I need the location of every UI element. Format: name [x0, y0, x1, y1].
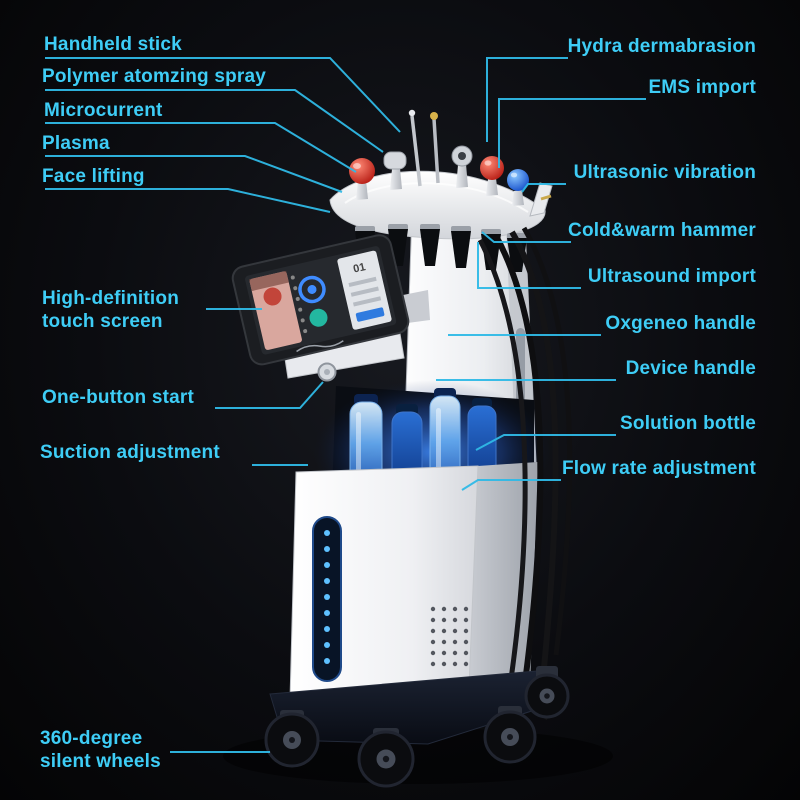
label-polymer-atomzing-spray: Polymer atomzing spray — [42, 66, 267, 87]
callout-line-ultrasound-import — [477, 242, 581, 289]
label-face-lifting: Face lifting — [42, 166, 145, 187]
callout-line-face-lifting — [45, 188, 331, 213]
label-solution-bottle: Solution bottle — [620, 413, 756, 434]
label-device-handle: Device handle — [625, 358, 756, 379]
screen-badge: 01 — [352, 261, 367, 275]
callout-line-cold-warm-hammer — [481, 231, 571, 243]
callout-line-solution-bottle — [475, 434, 616, 451]
label-suction-adjustment: Suction adjustment — [40, 442, 220, 463]
label-oxgeneo-handle: Oxgeneo handle — [605, 313, 756, 334]
label-handheld-stick: Handheld stick — [44, 34, 182, 55]
label-cold-warm-hammer: Cold&warm hammer — [568, 220, 756, 241]
label-ems-import: EMS import — [648, 77, 756, 98]
speaker-grille — [430, 606, 474, 672]
label-hd-touch-screen: High-definition touch screen — [42, 288, 180, 333]
label-silent-wheels: 360-degree silent wheels — [40, 728, 161, 773]
bezel-logo — [296, 340, 344, 353]
callout-line-ultrasonic-vibration — [521, 183, 566, 193]
label-flow-rate-adjustment: Flow rate adjustment — [561, 458, 756, 479]
callout-line-microcurrent — [45, 122, 357, 173]
label-microcurrent: Microcurrent — [44, 100, 163, 121]
callout-line-polymer-atomzing-spray — [45, 89, 384, 153]
label-ultrasonic-vibration: Ultrasonic vibration — [573, 162, 756, 183]
callout-line-hydra-dermabrasion — [486, 57, 568, 142]
callout-line-handheld-stick — [45, 57, 401, 133]
callout-line-ems-import — [498, 98, 646, 168]
touch-screen: 01 — [231, 234, 410, 366]
body-cabinet — [289, 462, 538, 713]
label-hydra-dermabrasion: Hydra dermabrasion — [567, 36, 756, 57]
callout-line-plasma — [45, 155, 343, 193]
cables — [477, 226, 573, 721]
callout-line-flow-rate-adjustment — [461, 479, 561, 491]
handpieces — [349, 109, 553, 217]
callout-line-one-button-start — [215, 381, 324, 409]
caster-wheels — [264, 666, 570, 788]
label-one-button-start: One-button start — [42, 387, 195, 408]
label-plasma: Plasma — [42, 133, 110, 154]
label-ultrasound-import: Ultrasound import — [587, 266, 756, 287]
led-strip — [312, 516, 342, 682]
start-button — [317, 362, 337, 382]
